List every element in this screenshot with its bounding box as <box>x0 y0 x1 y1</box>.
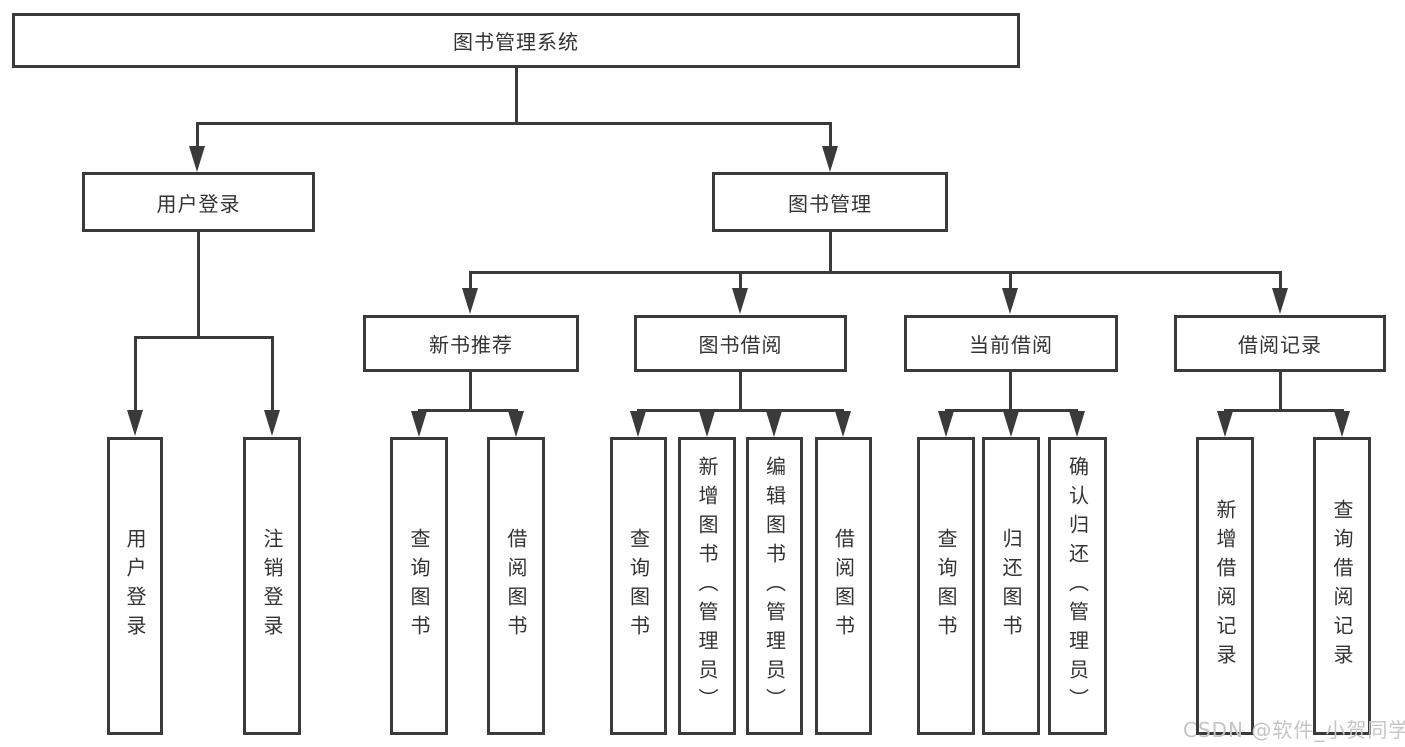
connector-borrowrecords-drop <box>1279 271 1282 289</box>
arrowhead-userlogin <box>189 146 205 172</box>
node-book-management-label: 图书管理 <box>788 191 872 216</box>
leaf-user-login-label: 用户登录 <box>123 528 147 644</box>
connector-newbookrec-hline <box>418 409 518 412</box>
node-current-borrow: 当前借阅 <box>904 315 1118 372</box>
node-user-login: 用户登录 <box>82 172 315 232</box>
leaf-rec-query-books-label: 查询图书 <box>407 528 431 644</box>
leaf-borrow-query-books-label: 查询图书 <box>626 528 651 644</box>
arrowhead-newbookrec-child1 <box>411 411 427 437</box>
leaf-confirm-return-admin-label: 确认归还（管理员） <box>1065 455 1090 717</box>
node-new-book-recommend: 新书推荐 <box>363 315 579 372</box>
leaf-rec-query-books: 查询图书 <box>390 437 448 735</box>
node-book-borrow-label: 图书借阅 <box>698 333 783 357</box>
connector-currentborrow-stem <box>1009 372 1012 409</box>
node-book-borrow: 图书借阅 <box>634 315 847 372</box>
leaf-confirm-return-admin: 确认归还（管理员） <box>1048 437 1107 735</box>
connector-bookmgmt-drop <box>829 122 832 148</box>
node-current-borrow-label: 当前借阅 <box>969 333 1053 357</box>
leaf-rec-borrow-books-label: 借阅图书 <box>504 528 528 644</box>
node-user-login-label: 用户登录 <box>156 191 241 216</box>
leaf-logout-label: 注销登录 <box>260 528 284 644</box>
connector-userlogin-stem <box>197 232 200 336</box>
node-book-management: 图书管理 <box>712 172 948 232</box>
connector-newbookrec-stem <box>469 372 472 409</box>
connector-bookborrow-hline <box>637 409 844 412</box>
arrowhead-borrowrecords-child1 <box>1217 411 1233 437</box>
arrowhead-borrowrecords <box>1272 288 1288 314</box>
leaf-add-books-admin-label: 新增图书（管理员） <box>695 455 719 717</box>
connector-userlogin-hline <box>134 336 274 339</box>
arrowhead-borrowrecords-child2 <box>1334 411 1350 437</box>
leaf-current-query-books: 查询图书 <box>917 437 975 735</box>
arrowhead-bookborrow <box>732 288 748 314</box>
leaf-borrow-books-label: 借阅图书 <box>831 528 856 644</box>
connector-userlogin-drop <box>196 122 199 148</box>
leaf-user-login: 用户登录 <box>107 437 163 735</box>
node-new-book-recommend-label: 新书推荐 <box>429 333 513 357</box>
arrowhead-bookborrow-child3 <box>766 411 782 437</box>
arrowhead-userlogin-child1 <box>127 410 143 436</box>
leaf-rec-borrow-books: 借阅图书 <box>487 437 545 735</box>
arrowhead-bookborrow-child2 <box>699 411 715 437</box>
leaf-edit-books-admin-label: 编辑图书（管理员） <box>762 455 787 717</box>
connector-bookborrow-drop <box>739 271 742 289</box>
connector-borrowrecords-stem <box>1279 372 1282 409</box>
node-borrow-records: 借阅记录 <box>1174 315 1386 372</box>
arrowhead-userlogin-child2 <box>264 410 280 436</box>
connector-bookmgmt-stem <box>829 232 832 271</box>
arrowhead-currentborrow <box>1002 288 1018 314</box>
connector-level2-hline <box>196 122 832 125</box>
connector-currentborrow-hline <box>945 409 1078 412</box>
leaf-query-borrow-record: 查询借阅记录 <box>1313 437 1371 735</box>
connector-currentborrow-drop <box>1009 271 1012 289</box>
connector-bookborrow-stem <box>739 372 742 409</box>
csdn-watermark: CSDN @软件_小贺同学 <box>1183 718 1405 742</box>
leaf-logout: 注销登录 <box>243 437 301 735</box>
node-root-label: 图书管理系统 <box>453 30 579 54</box>
connector-borrowrecords-hline <box>1224 409 1344 412</box>
connector-newbookrec-drop <box>469 271 472 289</box>
node-borrow-records-label: 借阅记录 <box>1238 333 1322 357</box>
leaf-borrow-books: 借阅图书 <box>815 437 872 735</box>
connector-userlogin-child2-drop <box>271 336 274 412</box>
connector-level3-hline <box>469 271 1281 274</box>
arrowhead-currentborrow-child1 <box>938 411 954 437</box>
connector-userlogin-child1-drop <box>134 336 137 412</box>
node-root: 图书管理系统 <box>12 13 1020 68</box>
leaf-query-borrow-record-label: 查询借阅记录 <box>1330 499 1354 673</box>
connector-root-stem <box>515 68 518 122</box>
arrowhead-bookmgmt <box>822 146 838 172</box>
arrowhead-newbookrec <box>462 288 478 314</box>
leaf-add-borrow-record-label: 新增借阅记录 <box>1213 499 1237 673</box>
arrowhead-currentborrow-child2 <box>1003 411 1019 437</box>
arrowhead-bookborrow-child4 <box>835 411 851 437</box>
leaf-return-books: 归还图书 <box>982 437 1040 735</box>
leaf-current-query-books-label: 查询图书 <box>934 528 958 644</box>
arrowhead-bookborrow-child1 <box>630 411 646 437</box>
arrowhead-currentborrow-child3 <box>1069 411 1085 437</box>
leaf-edit-books-admin: 编辑图书（管理员） <box>746 437 803 735</box>
arrowhead-newbookrec-child2 <box>508 411 524 437</box>
leaf-borrow-query-books: 查询图书 <box>610 437 667 735</box>
leaf-add-borrow-record: 新增借阅记录 <box>1196 437 1254 735</box>
leaf-return-books-label: 归还图书 <box>999 528 1023 644</box>
leaf-add-books-admin: 新增图书（管理员） <box>678 437 736 735</box>
